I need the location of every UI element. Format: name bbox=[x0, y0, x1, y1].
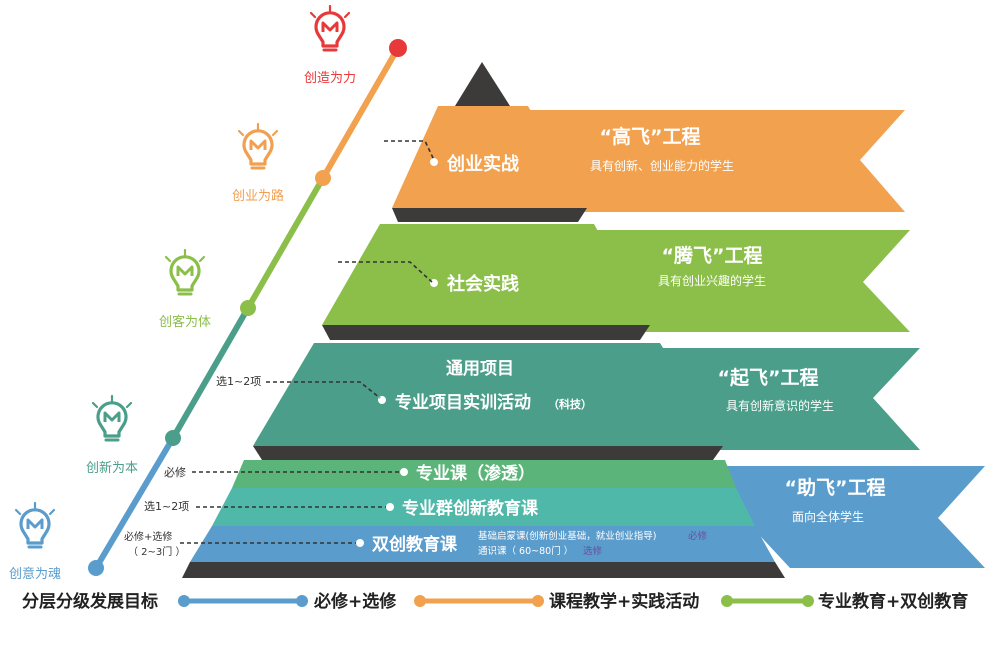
tier-project bbox=[253, 343, 723, 460]
selection-label: 自选 bbox=[356, 135, 378, 148]
bulb-label: 创意为魂 bbox=[9, 566, 61, 582]
legend-text: 课程教学+实践活动 bbox=[549, 591, 699, 612]
bulb-icon bbox=[237, 122, 279, 170]
legend-text: 分层分级发展目标 bbox=[22, 591, 158, 612]
tier-label: 专业群创新教育课 bbox=[402, 498, 539, 519]
banner-title: “起飞”工程 bbox=[718, 367, 819, 389]
banner-desc: 面向全体学生 bbox=[792, 509, 864, 524]
course-tag: 选修 bbox=[583, 545, 603, 557]
banner-qifei: “起飞”工程 具有创新意识的学生 bbox=[660, 348, 920, 450]
tier-note: （科技） bbox=[548, 397, 592, 411]
course-tag: 必修 bbox=[688, 530, 708, 542]
pyramid-tip bbox=[455, 62, 510, 106]
banner-desc: 具有创新意识的学生 bbox=[726, 398, 834, 413]
tier-label: 专业课（渗透） bbox=[416, 463, 535, 484]
tier-label: 创业实战 bbox=[446, 153, 519, 175]
banner-gaofei: “高飞”工程 具有创新、创业能力的学生 bbox=[528, 110, 905, 212]
line-node bbox=[315, 170, 331, 186]
bulb-icon bbox=[91, 394, 133, 442]
tier-label: 专业项目实训活动 bbox=[395, 392, 531, 413]
selection-label: 必修+选修 bbox=[124, 530, 172, 543]
bulb-label: 创业为路 bbox=[232, 188, 284, 204]
tier-label: 双创教育课 bbox=[372, 534, 458, 555]
line-node bbox=[165, 430, 181, 446]
selection-label: 选1~2项 bbox=[144, 500, 189, 513]
course-detail: 通识课（ 60~80门 ） bbox=[478, 545, 573, 557]
progression-line bbox=[88, 39, 407, 576]
line-node bbox=[389, 39, 407, 57]
line-node bbox=[88, 560, 104, 576]
bulb-label: 创造为力 bbox=[304, 71, 356, 86]
banner-zhufei: “助飞”工程 面向全体学生 bbox=[725, 466, 985, 568]
tier-social-practice bbox=[322, 224, 650, 340]
legend-text: 必修+选修 bbox=[313, 591, 397, 612]
bulb-icon bbox=[164, 248, 206, 296]
tier-label: 社会实践 bbox=[447, 273, 519, 295]
banner-title: “高飞”工程 bbox=[600, 125, 701, 148]
course-detail: 基础启蒙课(创新创业基础，就业创业指导) bbox=[478, 530, 656, 542]
legend-text: 专业教育+双创教育 bbox=[818, 591, 968, 612]
bulb-icon bbox=[309, 4, 351, 52]
banner-title: “腾飞”工程 bbox=[662, 244, 763, 267]
line-node bbox=[240, 300, 256, 316]
selection-label: 必修 bbox=[164, 465, 186, 479]
bulb-label: 创新为本 bbox=[86, 460, 138, 476]
bulb-icon bbox=[14, 501, 56, 549]
banner-desc: 具有创新、创业能力的学生 bbox=[590, 158, 734, 173]
banner-title: “助飞”工程 bbox=[785, 476, 886, 499]
selection-label: 选1~2项 bbox=[216, 375, 261, 388]
bottom-legend: 分层分级发展目标 必修+选修 课程教学+实践活动 专业教育+双创教育 bbox=[22, 591, 968, 612]
selection-label: （ 2~3门 ） bbox=[128, 545, 185, 558]
tier-label-top: 通用项目 bbox=[446, 359, 514, 379]
tier-entrepreneurship bbox=[392, 106, 587, 222]
tier-courses bbox=[182, 460, 785, 578]
banner-tengfei: “腾飞”工程 具有创业兴趣的学生 bbox=[593, 230, 910, 332]
bulb-label: 创客为体 bbox=[159, 314, 211, 330]
selection-label: 选1~2项 bbox=[286, 255, 331, 268]
banner-desc: 具有创业兴趣的学生 bbox=[658, 273, 766, 288]
